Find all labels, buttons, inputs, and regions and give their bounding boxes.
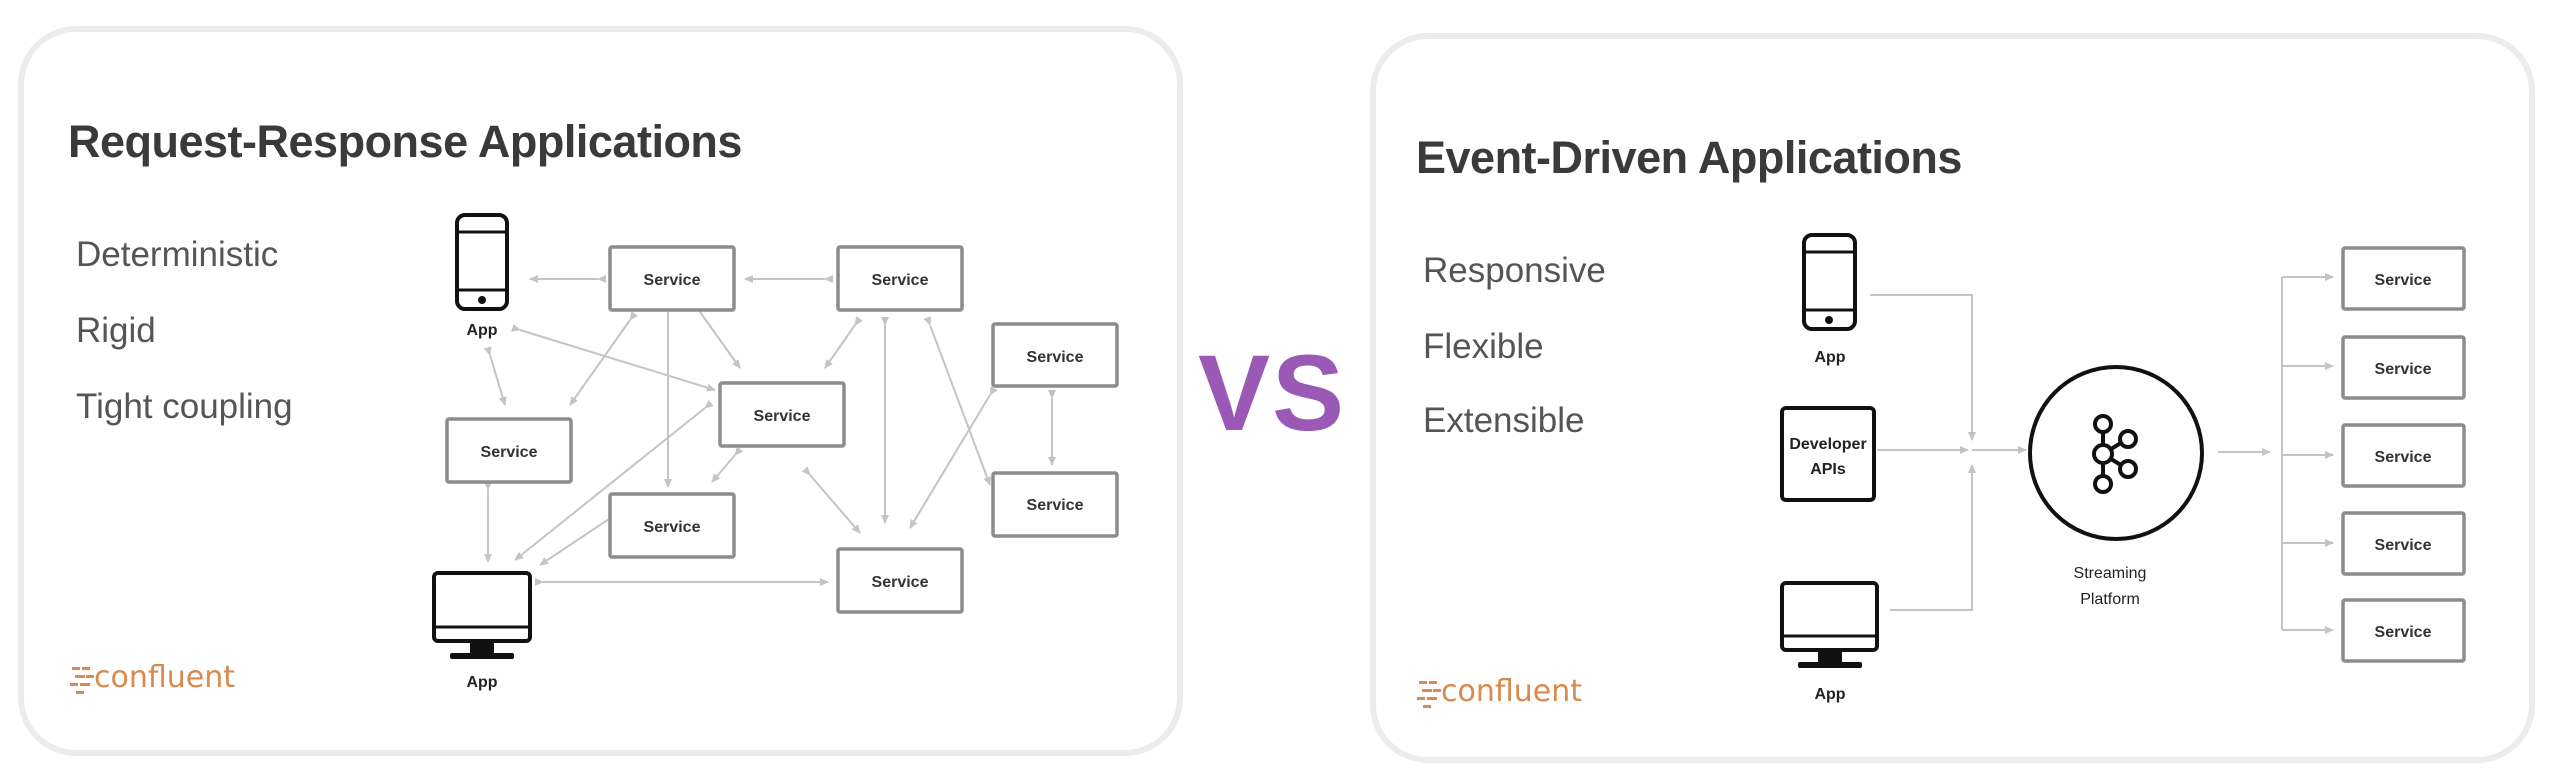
service-label: Service [2375,361,2432,378]
service-label: Service [1027,349,1084,366]
apis-label: APIs [1810,461,1846,478]
service-box: Service [991,471,1119,538]
service-label: Service [644,272,701,289]
desktop-icon [1780,581,1879,668]
service-label: Service [2375,449,2432,466]
phone-icon [1802,233,1857,331]
attribute-flexible: Flexible [1423,327,1544,366]
service-box: Service [2341,423,2466,488]
phone-icon [455,213,509,311]
desktop-icon [432,571,532,659]
service-label: Service [481,444,538,461]
confluent-logo-icon: confluent [1417,674,1582,709]
service-box: Service [2341,511,2466,576]
service-label: Service [2375,624,2432,641]
confluent-logo-text: confluent [1441,674,1582,709]
service-label: Service [872,574,929,591]
attribute-extensible: Extensible [1423,401,1585,440]
service-box: Service [608,245,736,312]
event-driven-diagram: App Developer APIs App [1417,233,2466,709]
developer-apis-box: Developer APIs [1780,406,1876,502]
outbound-connections [2218,273,2334,634]
mesh-connections [483,275,1056,586]
desktop-app-label: App [466,674,497,691]
phone-app-label: App [466,322,497,339]
service-label: Service [1027,497,1084,514]
service-box: Service [991,322,1119,388]
streaming-label: Streaming [2074,565,2147,582]
service-box: Service [445,417,573,484]
event-driven-title: Event-Driven Applications [1416,132,1962,183]
platform-label: Platform [2080,591,2140,608]
confluent-logo-icon: confluent [70,660,235,695]
developer-label: Developer [1789,436,1866,453]
attribute-deterministic: Deterministic [76,235,279,274]
streaming-platform: Streaming Platform [2028,365,2204,608]
service-label: Service [754,408,811,425]
service-label: Service [872,272,929,289]
service-box: Service [836,547,964,614]
vs-label: VS [1198,332,1347,453]
service-box: Service [2341,246,2466,311]
service-box: Service [718,381,846,448]
service-label: Service [644,519,701,536]
service-box: Service [2341,335,2466,400]
inbound-connections [1870,294,2027,611]
kafka-icon [2092,414,2138,494]
attribute-tight-coupling: Tight coupling [76,387,293,426]
service-label: Service [2375,272,2432,289]
confluent-logo-text: confluent [94,660,235,695]
desktop-app-label: App [1814,686,1845,703]
service-label: Service [2375,537,2432,554]
attribute-rigid: Rigid [76,311,156,350]
service-box: Service [608,492,736,559]
service-box: Service [836,245,964,312]
service-box: Service [2341,598,2466,663]
request-response-title: Request-Response Applications [68,116,742,167]
request-response-diagram: App App Service Service Service [70,213,1119,695]
event-driven-card [1370,33,2535,763]
attribute-responsive: Responsive [1423,251,1606,290]
phone-app-label: App [1814,349,1845,366]
